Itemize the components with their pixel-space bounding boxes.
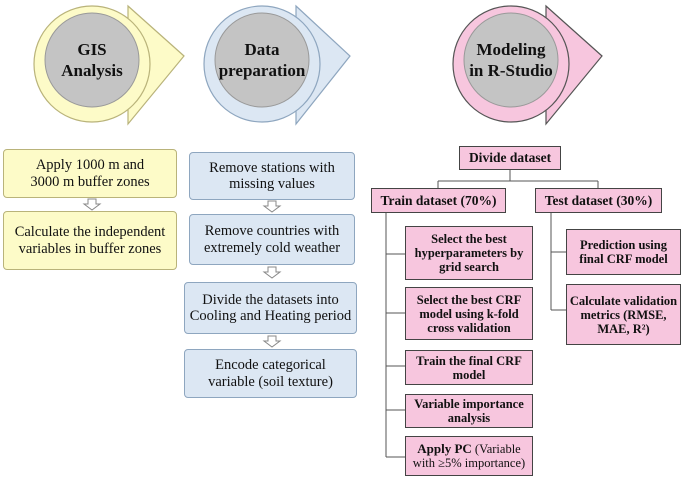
test-step-prediction-text: Prediction using final CRF model: [579, 238, 668, 266]
gis-step-buffer-text: Apply 1000 m and 3000 m buffer zones: [30, 157, 150, 190]
modeling-title: Modeling in R-Studio: [464, 13, 558, 107]
prep-step-divide-periods-text: Divide the datasets into Cooling and Hea…: [189, 291, 352, 324]
data-prep-title: Data preparation: [215, 13, 309, 107]
gis-title-line2: Analysis: [61, 61, 123, 80]
train-step-hyperparameters: Select the best hyperparameters by grid …: [405, 226, 533, 280]
train-dataset-box: Train dataset (70%): [371, 188, 506, 213]
prep-step-remove-stations: Remove stations with missing values: [189, 152, 355, 200]
divide-dataset-text: Divide dataset: [468, 150, 552, 166]
train-step-final-model: Train the final CRF model: [405, 350, 533, 385]
divide-dataset-box: Divide dataset: [459, 146, 561, 170]
modeling-title-line1: Modeling: [476, 39, 546, 59]
test-step-validation: Calculate validation metrics (RMSE, MAE,…: [566, 284, 681, 345]
prep-step-divide-periods: Divide the datasets into Cooling and Hea…: [184, 282, 357, 334]
modeling-title-line2: in R-Studio: [469, 61, 553, 80]
train-step-apply-pc: Apply PC (Variable with ≥5% importance): [405, 436, 533, 476]
gis-step-buffer: Apply 1000 m and 3000 m buffer zones: [3, 149, 177, 198]
train-dataset-text: Train dataset (70%): [380, 192, 497, 208]
prep-arrows: [262, 200, 282, 348]
test-dataset-text: Test dataset (30%): [544, 192, 653, 208]
train-step-importance-text: Variable importance analysis: [414, 397, 524, 425]
gis-title-line1: GIS: [77, 39, 107, 59]
gis-step-calculate-text: Calculate the independent variables in b…: [14, 224, 166, 257]
apply-pc-rest: (Variable with ≥5% importance): [412, 441, 526, 471]
test-step-validation-text: Calculate validation metrics (RMSE, MAE,…: [569, 293, 678, 336]
train-step-kfold-text: Select the best CRF model using k-fold c…: [416, 292, 522, 335]
prep-step-remove-stations-text: Remove stations with missing values: [209, 159, 335, 192]
modeling-badge: [452, 4, 603, 126]
data-prep-title-line1: Data: [244, 39, 280, 59]
prep-step-encode: Encode categorical variable (soil textur…: [184, 349, 357, 398]
data-prep-title-line2: preparation: [218, 61, 306, 80]
gis-arrows: [82, 198, 102, 211]
test-step-prediction: Prediction using final CRF model: [566, 229, 681, 275]
gis-title: GIS Analysis: [45, 13, 139, 107]
prep-step-remove-countries: Remove countries with extremely cold wea…: [189, 214, 355, 265]
prep-step-remove-countries-text: Remove countries with extremely cold wea…: [203, 223, 341, 256]
gis-badge: [33, 4, 185, 126]
train-step-hyperparameters-text: Select the best hyperparameters by grid …: [414, 232, 524, 274]
gis-step-calculate: Calculate the independent variables in b…: [3, 211, 177, 270]
data-prep-badge: [203, 4, 351, 126]
modeling-connectors: [385, 170, 599, 458]
train-step-final-model-text: Train the final CRF model: [416, 353, 522, 382]
test-dataset-box: Test dataset (30%): [535, 188, 662, 213]
apply-pc-bold: Apply PC: [417, 440, 472, 456]
train-step-kfold: Select the best CRF model using k-fold c…: [405, 287, 533, 340]
train-step-importance: Variable importance analysis: [405, 394, 533, 428]
apply-pc-text: Apply PC (Variable with ≥5% importance): [410, 440, 528, 471]
prep-step-encode-text: Encode categorical variable (soil textur…: [208, 357, 333, 390]
